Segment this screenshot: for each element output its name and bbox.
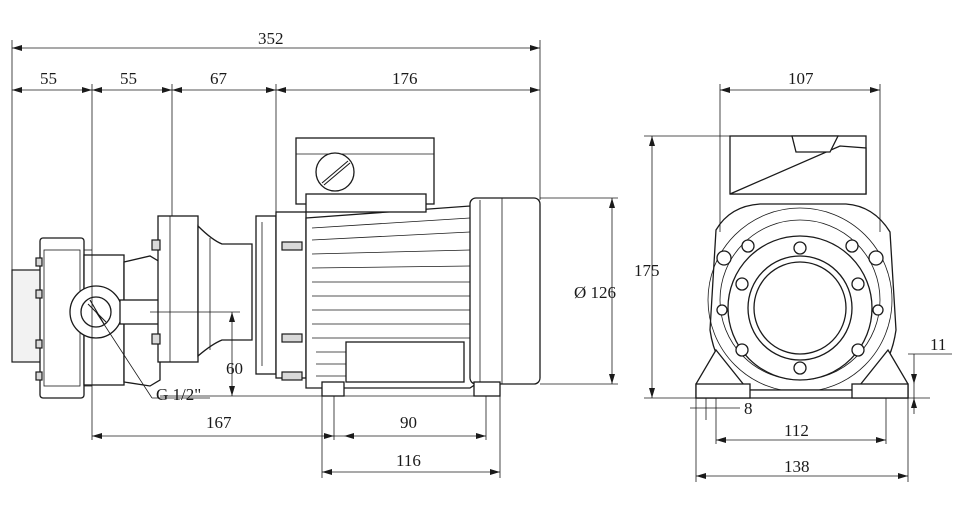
dim-foot-thickness: 11 bbox=[930, 335, 946, 354]
motor-body bbox=[305, 205, 483, 389]
dim-height: 175 bbox=[634, 261, 660, 280]
dim-seg-4: 176 bbox=[392, 69, 418, 88]
base-feet bbox=[321, 381, 501, 397]
dim-seg-3: 67 bbox=[210, 69, 228, 88]
dim-hole-spacing: 112 bbox=[784, 421, 809, 440]
dim-diameter: Ø 126 bbox=[574, 283, 616, 302]
dim-base-width: 138 bbox=[784, 457, 810, 476]
dim-foot-spacing: 90 bbox=[400, 413, 417, 432]
dim-hole-diameter: 8 bbox=[744, 399, 753, 418]
dim-foot-length: 116 bbox=[396, 451, 421, 470]
pump-head bbox=[11, 237, 163, 399]
terminal-box bbox=[295, 137, 435, 213]
dim-width-top: 107 bbox=[788, 69, 814, 88]
dim-seg-1: 55 bbox=[40, 69, 57, 88]
dimension-lines bbox=[11, 40, 952, 482]
dim-port: G 1/2" bbox=[156, 385, 201, 404]
dimension-labels: 352 55 55 67 176 107 Ø 126 175 60 G 1/2"… bbox=[40, 29, 946, 476]
side-view bbox=[11, 137, 541, 399]
dim-total-length: 352 bbox=[258, 29, 284, 48]
motor-flange bbox=[255, 211, 307, 381]
dim-seg-2: 55 bbox=[120, 69, 137, 88]
dim-shaft-height: 60 bbox=[226, 359, 243, 378]
coupling-flange bbox=[151, 215, 253, 363]
fan-cover bbox=[469, 197, 541, 385]
dim-base-offset: 167 bbox=[206, 413, 232, 432]
front-view bbox=[695, 135, 909, 399]
